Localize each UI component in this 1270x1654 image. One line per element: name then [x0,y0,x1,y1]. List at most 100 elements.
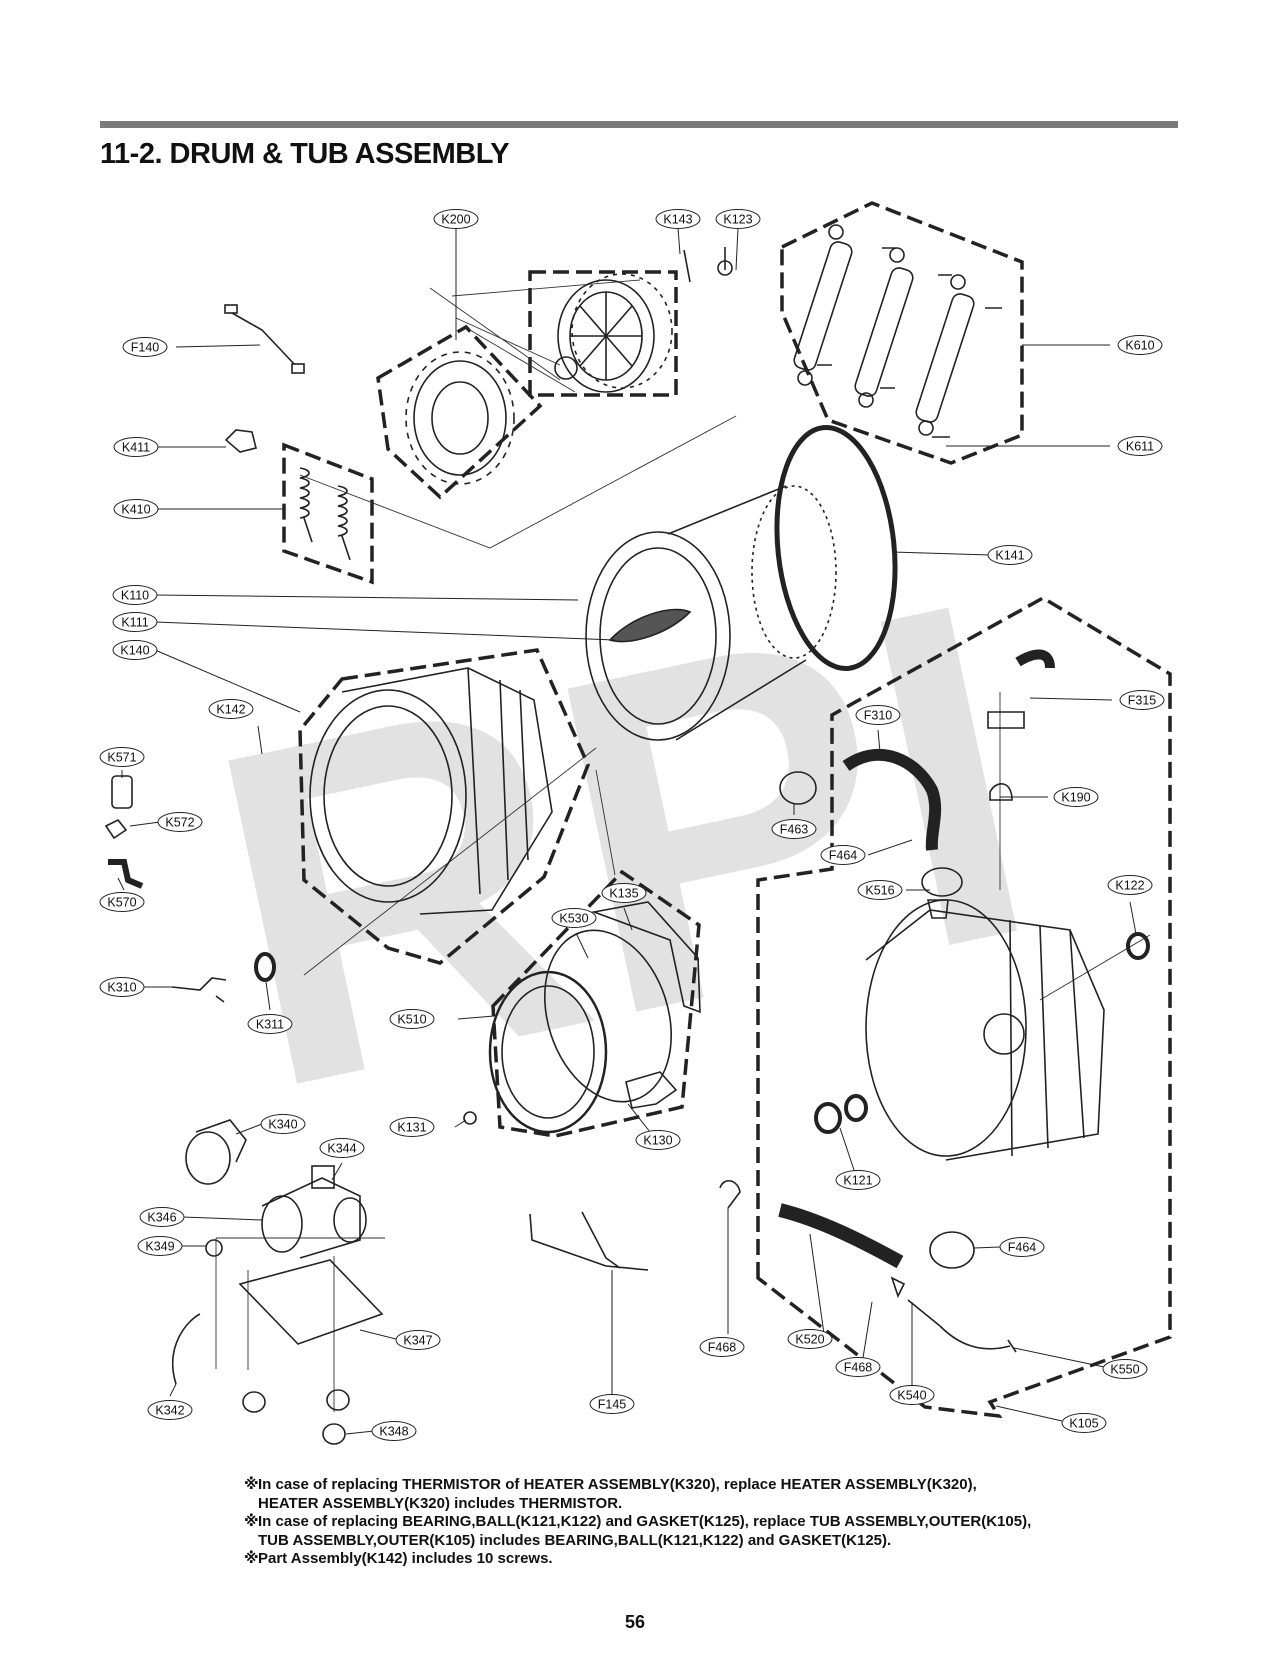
outline-spring-group [282,442,374,585]
callout-ellipse [835,1170,881,1190]
callout-k123: K123 [715,209,761,229]
callout-k530: K530 [551,908,597,928]
callout-k121: K121 [835,1170,881,1190]
callout-ellipse [99,977,145,997]
callout-f468b: F468 [835,1357,881,1377]
callout-ellipse [1107,875,1153,895]
callout-k141: K141 [987,545,1033,565]
clamp-f464b [929,1231,975,1269]
callout-text: F145 [598,1398,627,1412]
callout-text: K190 [1061,791,1090,805]
callout-text: K572 [165,816,194,830]
callout-ellipse [1102,1359,1148,1379]
callout-k131: K131 [389,1117,435,1137]
callout-ellipse [699,1337,745,1357]
callout-text: K540 [897,1389,926,1403]
callout-k142: K142 [208,699,254,719]
callout-k349: K349 [137,1236,183,1256]
callout-text: K570 [107,896,136,910]
note-2: ※In case of replacing BEARING,BALL(K121,… [244,1513,1032,1530]
leader-lines [117,227,1137,1435]
filter-k347 [238,1259,384,1345]
callout-k516: K516 [857,880,903,900]
callout-text: K530 [559,912,588,926]
callout-ellipse [715,209,761,229]
group-outlines [282,201,1172,1419]
sensor-k550 [939,1325,1017,1353]
callout-text: F464 [1008,1241,1037,1255]
pump-k340 [185,1119,247,1185]
fitting-f315-base [987,711,1025,729]
callout-text: K516 [865,884,894,898]
callout-text: F315 [1128,694,1157,708]
rotor [554,273,673,393]
callout-ellipse [820,845,866,865]
callout-text: K111 [121,616,148,630]
callout-k510: K510 [389,1009,435,1029]
callout-text: K200 [441,213,470,227]
callout-k200: K200 [433,209,479,229]
callout-text: F310 [864,709,893,723]
header-rule [100,121,1178,128]
callout-f463: F463 [771,819,817,839]
callout-text: K410 [121,503,150,517]
cap-k190 [989,783,1013,801]
note-1: ※In case of replacing THERMISTOR of HEAT… [244,1476,977,1493]
callout-k347: K347 [395,1330,441,1350]
callout-text: F464 [829,849,858,863]
callout-ellipse [395,1330,441,1350]
callout-ellipse [1119,690,1165,710]
hose-f315 [1015,649,1055,669]
callout-k410: K410 [113,499,159,519]
callout-f145: F145 [589,1394,635,1414]
drum-k110 [585,485,837,741]
callout-k348: K348 [371,1421,417,1441]
callout-f464a: F464 [820,845,866,865]
callout-ellipse [1117,436,1163,456]
stator-k200 [405,351,515,485]
sensor-k540 [907,1299,941,1327]
callout-k130: K130 [635,1130,681,1150]
callout-ellipse [260,1114,306,1134]
callout-text: F463 [780,823,809,837]
callout-k190: K190 [1053,787,1099,807]
door-gasket-k510 [488,970,608,1134]
callout-ellipse [122,337,168,357]
callout-text: F140 [131,341,160,355]
callout-k310: K310 [99,977,145,997]
callout-k135: K135 [601,883,647,903]
fitting-k571 [111,775,133,809]
note-1-continued: HEATER ASSEMBLY(K320) includes THERMISTO… [258,1494,623,1512]
notes-block: ※In case of replacing THERMISTOR of HEAT… [244,1476,1144,1569]
callout-text: K122 [1115,879,1144,893]
callout-k611: K611 [1117,436,1163,456]
springs-k410 [299,467,351,561]
note-3: ※Part Assembly(K142) includes 10 screws. [244,1550,553,1567]
screw-k349 [205,1239,223,1257]
callout-k570: K570 [99,892,145,912]
callout-ellipse [112,585,158,605]
callout-text: K110 [121,589,149,603]
callout-text: K143 [663,213,692,227]
outline-rear-tub-group [756,595,1172,1419]
callout-text: K611 [1126,440,1154,454]
ring-k530 [543,929,673,1103]
bracket-k135 [590,901,701,1014]
callout-ellipse [137,1236,183,1256]
page-number: 56 [624,1612,646,1632]
callout-f140: F140 [122,337,168,357]
callout-ellipse [147,1400,193,1420]
clip-k411 [224,429,257,453]
callout-ellipse [389,1009,435,1029]
callout-text: K510 [397,1013,426,1027]
callout-k346: K346 [139,1207,185,1227]
callout-k520: K520 [787,1329,833,1349]
lifter-k111 [608,608,692,643]
callout-text: K349 [145,1240,174,1254]
callout-text: K340 [268,1118,297,1132]
callout-text: K311 [256,1018,284,1032]
bearing-k311 [254,952,276,982]
callout-text: K105 [1069,1417,1098,1431]
callout-k610: K610 [1117,335,1163,355]
clamp-f463 [779,771,817,805]
